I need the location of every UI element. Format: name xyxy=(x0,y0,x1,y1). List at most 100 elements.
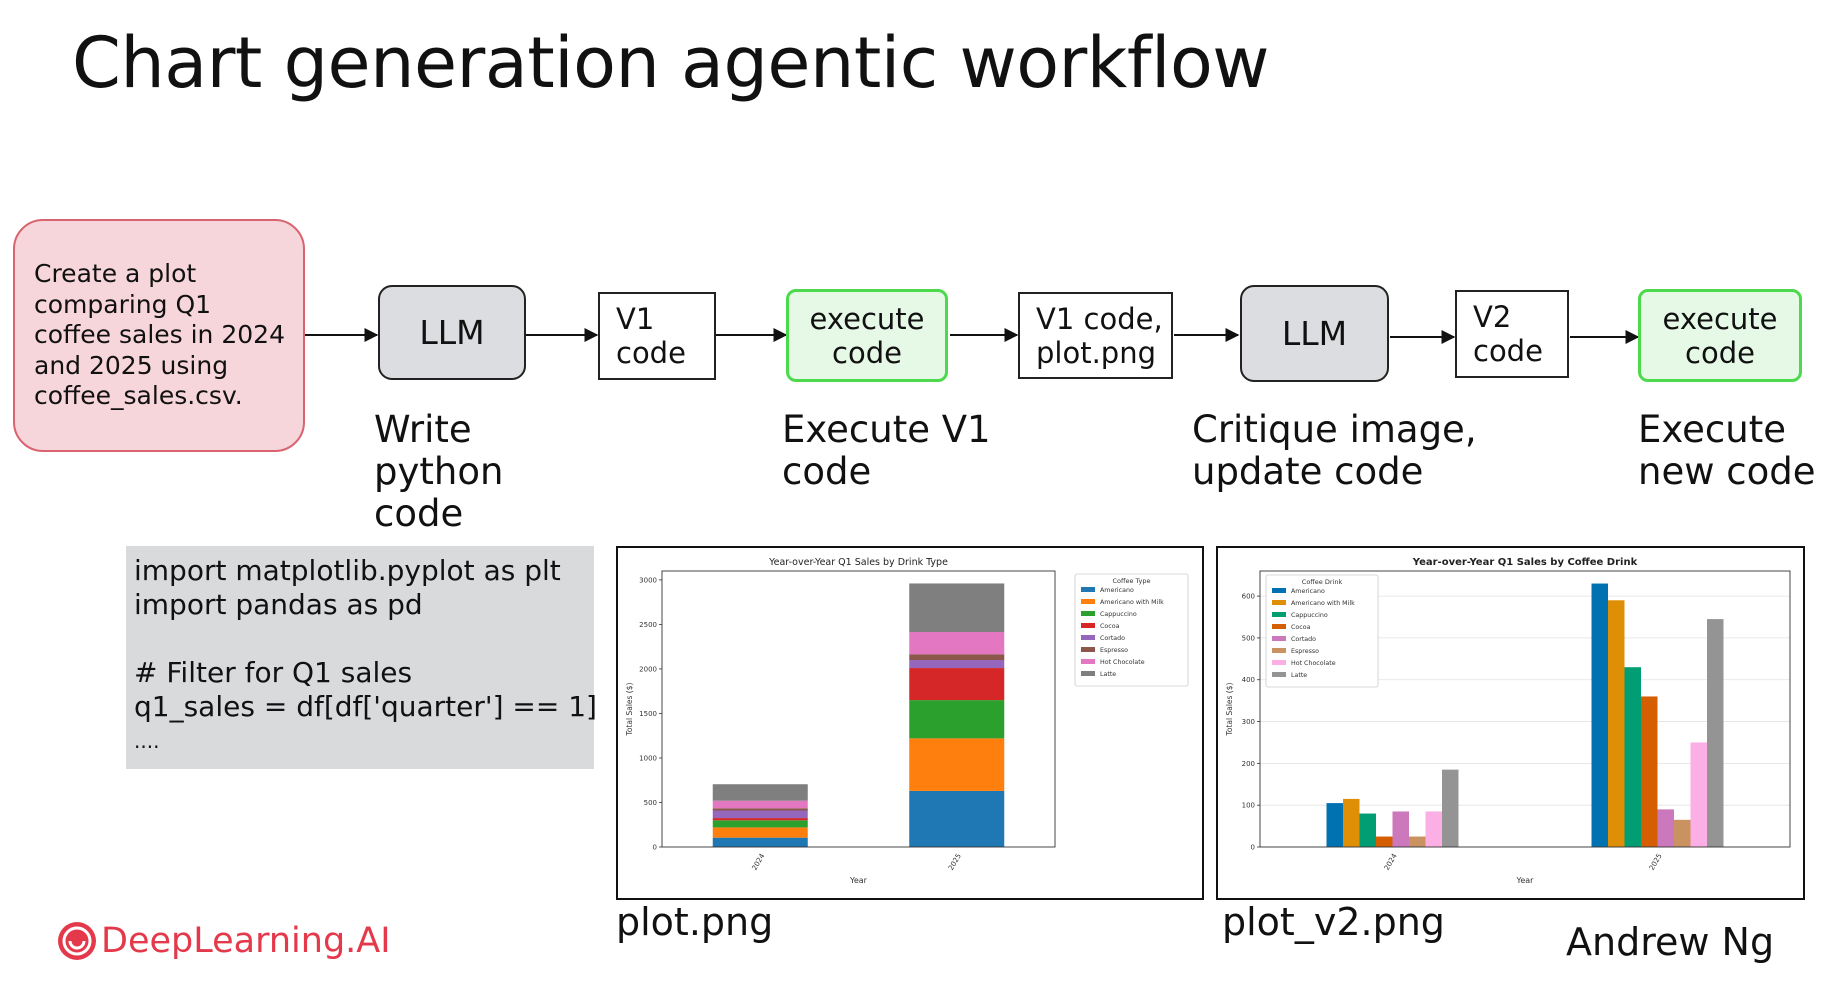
legend-label: Espresso xyxy=(1291,648,1319,655)
legend-swatch xyxy=(1272,648,1286,653)
legend-swatch xyxy=(1272,636,1286,641)
y-axis-label: Total Sales ($) xyxy=(625,682,634,736)
bar-segment xyxy=(712,820,808,828)
legend-swatch xyxy=(1272,588,1286,593)
y-tick-label: 1500 xyxy=(639,710,657,718)
chart-title: Year-over-Year Q1 Sales by Coffee Drink xyxy=(1412,557,1638,568)
legend-swatch xyxy=(1272,612,1286,617)
x-axis-label: Year xyxy=(1516,876,1535,885)
bar xyxy=(1392,811,1409,847)
legend-label: Cortado xyxy=(1291,636,1316,643)
code-line: import pandas as pd xyxy=(134,588,423,621)
x-tick-label: 2025 xyxy=(947,852,963,871)
y-tick-label: 1000 xyxy=(639,754,657,762)
legend-label: Hot Chocolate xyxy=(1100,659,1145,666)
code-line: import matplotlib.pyplot as plt xyxy=(134,554,561,587)
legend-swatch xyxy=(1272,624,1286,629)
bar-segment xyxy=(712,808,808,811)
legend-swatch xyxy=(1272,672,1286,677)
legend-swatch xyxy=(1272,600,1286,605)
stage-execute-new: Execute new code xyxy=(1638,408,1816,493)
legend-label: Americano with Milk xyxy=(1291,600,1355,607)
stage-write-code: Write python code xyxy=(374,408,504,535)
y-tick-label: 100 xyxy=(1242,802,1255,810)
bar xyxy=(1425,811,1442,847)
y-tick-label: 600 xyxy=(1242,593,1255,601)
legend-swatch xyxy=(1081,671,1095,676)
legend-label: Cocoa xyxy=(1291,624,1311,631)
stage-execute-v1: Execute V1 code xyxy=(782,408,991,493)
bar xyxy=(1359,813,1376,847)
legend-label: Hot Chocolate xyxy=(1291,660,1336,667)
bar xyxy=(1674,819,1691,847)
plot-area-border xyxy=(661,570,1056,848)
v2-code-box: V2 code xyxy=(1455,290,1569,378)
legend-swatch xyxy=(1081,635,1095,640)
v1-code-plot-box: V1 code, plot.png xyxy=(1018,292,1173,379)
deeplearning-logo-icon xyxy=(58,922,96,960)
bar xyxy=(1591,583,1608,847)
bar xyxy=(1624,667,1641,847)
bar-segment xyxy=(909,660,1005,669)
code-snippet: import matplotlib.pyplot as plt import p… xyxy=(126,546,597,769)
execute-code-box-1: execute code xyxy=(786,289,948,382)
y-tick-label: 2000 xyxy=(639,665,657,673)
bar-segment xyxy=(712,827,808,838)
bar-segment xyxy=(909,738,1005,791)
legend-label: Latte xyxy=(1291,672,1307,679)
chart-title: Year-over-Year Q1 Sales by Drink Type xyxy=(768,557,948,568)
legend-label: Cappuccino xyxy=(1100,611,1137,618)
y-tick-label: 500 xyxy=(644,799,657,807)
v1-code-box: V1 code xyxy=(598,292,716,380)
code-line: # Filter for Q1 sales xyxy=(134,656,413,689)
legend-label: Cappuccino xyxy=(1291,612,1328,619)
legend-label: Americano xyxy=(1291,588,1325,595)
bar-segment xyxy=(909,583,1005,632)
bar-segment xyxy=(712,810,808,819)
bar xyxy=(1409,836,1426,847)
legend-swatch xyxy=(1272,660,1286,665)
page-title: Chart generation agentic workflow xyxy=(72,22,1270,104)
x-axis-label: Year xyxy=(849,876,868,885)
legend-swatch xyxy=(1081,599,1095,604)
code-line xyxy=(134,622,594,656)
legend-label: Latte xyxy=(1100,671,1116,678)
author-name: Andrew Ng xyxy=(1566,920,1775,964)
bar xyxy=(1343,798,1360,847)
legend-swatch xyxy=(1081,659,1095,664)
bar xyxy=(1690,742,1707,847)
bar-segment xyxy=(909,668,1005,701)
prompt-text: Create a plot comparing Q1 coffee sales … xyxy=(34,259,285,411)
stage-critique: Critique image, update code xyxy=(1192,408,1477,493)
bar-segment xyxy=(712,784,808,801)
legend-label: Americano with Milk xyxy=(1100,599,1164,606)
legend-swatch xyxy=(1081,647,1095,652)
y-tick-label: 500 xyxy=(1242,634,1255,642)
plot-v2-chart: Year-over-Year Q1 Sales by Coffee Drink0… xyxy=(1225,557,1791,885)
legend-box xyxy=(1074,573,1189,687)
bar-segment xyxy=(712,800,808,809)
legend-title: Coffee Type xyxy=(1113,577,1151,585)
legend-label: Americano xyxy=(1100,587,1134,594)
bar xyxy=(1376,836,1393,847)
legend-label: Cortado xyxy=(1100,635,1125,642)
legend-swatch xyxy=(1081,623,1095,628)
plot-v1-chart: Year-over-Year Q1 Sales by Drink Type050… xyxy=(625,557,1189,885)
y-tick-label: 2500 xyxy=(639,621,657,629)
y-tick-label: 400 xyxy=(1242,676,1255,684)
bar xyxy=(1707,619,1724,847)
deeplearning-ai-logo: DeepLearning.AI xyxy=(56,920,391,962)
bar-segment xyxy=(909,631,1005,655)
bar-segment xyxy=(712,837,808,847)
y-tick-label: 3000 xyxy=(639,576,657,584)
bar xyxy=(1641,696,1658,847)
llm-box-2: LLM xyxy=(1240,285,1389,382)
bar xyxy=(1326,803,1343,847)
x-tick-label: 2024 xyxy=(1383,852,1399,872)
legend-title: Coffee Drink xyxy=(1302,578,1343,586)
bar xyxy=(1442,769,1459,847)
bar xyxy=(1657,809,1674,847)
plot-v2-caption: plot_v2.png xyxy=(1222,900,1445,944)
